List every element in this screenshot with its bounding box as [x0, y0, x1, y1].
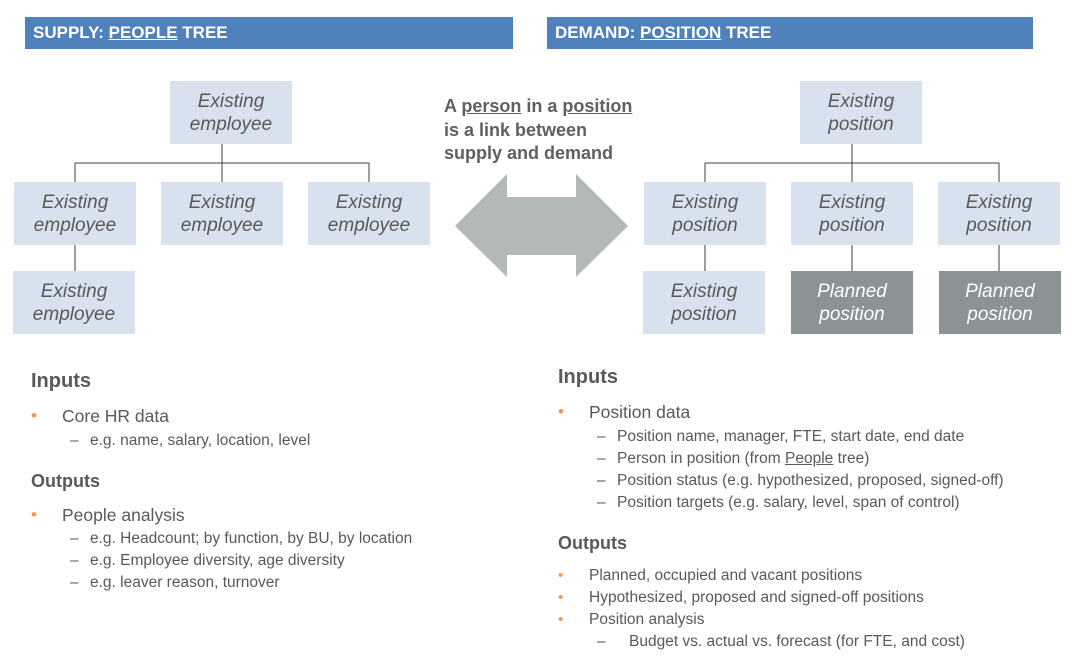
- demand-node: Existing position: [791, 182, 913, 245]
- demand-input-sub: –Position name, manager, FTE, start date…: [597, 428, 965, 445]
- supply-output-sub: –e.g. Headcount; by function, by BU, by …: [70, 530, 413, 547]
- supply-node-root: Existing employee: [170, 81, 292, 144]
- supply-output-sub: –e.g. leaver reason, turnover: [70, 574, 280, 591]
- bullet-icon: •: [558, 589, 564, 606]
- supply-banner: SUPPLY: PEOPLE TREE: [25, 17, 513, 49]
- bullet-icon: •: [558, 611, 564, 628]
- demand-output-sub: –Budget vs. actual vs. forecast (for FTE…: [597, 633, 965, 650]
- demand-node: Existing position: [938, 182, 1060, 245]
- supply-input-bullet: •Core HR data: [31, 406, 169, 426]
- demand-banner: DEMAND: POSITION TREE: [547, 17, 1033, 49]
- supply-input-sub: –e.g. name, salary, location, level: [70, 432, 311, 449]
- bullet-icon: •: [31, 406, 37, 425]
- demand-node-planned: Planned position: [939, 271, 1061, 334]
- demand-node-planned: Planned position: [791, 271, 913, 334]
- supply-node: Existing employee: [13, 271, 135, 334]
- demand-node: Existing position: [644, 182, 766, 245]
- demand-output-bullet: •Hypothesized, proposed and signed-off p…: [558, 589, 924, 606]
- demand-input-sub: –Person in position (from People tree): [597, 450, 870, 467]
- bullet-icon: •: [31, 505, 37, 524]
- bullet-icon: •: [558, 567, 564, 584]
- demand-output-bullet: •Planned, occupied and vacant positions: [558, 567, 863, 584]
- supply-output-bullet: •People analysis: [31, 505, 185, 525]
- supply-node: Existing employee: [14, 182, 136, 245]
- demand-input-bullet: •Position data: [558, 402, 691, 422]
- demand-input-sub: –Position targets (e.g. salary, level, s…: [597, 494, 960, 511]
- demand-outputs-title: Outputs: [558, 533, 627, 553]
- supply-node: Existing employee: [308, 182, 430, 245]
- double-arrow-icon: [455, 174, 628, 277]
- supply-node: Existing employee: [161, 182, 283, 245]
- demand-input-sub: –Position status (e.g. hypothesized, pro…: [597, 472, 1004, 489]
- supply-outputs-title: Outputs: [31, 471, 100, 491]
- bullet-icon: •: [558, 402, 564, 421]
- link-caption: A person in a position is a link between…: [444, 96, 633, 163]
- demand-inputs-title: Inputs: [558, 366, 618, 388]
- supply-inputs-title: Inputs: [31, 370, 91, 392]
- demand-node: Existing position: [643, 271, 765, 334]
- demand-node-root: Existing position: [800, 81, 922, 144]
- supply-output-sub: –e.g. Employee diversity, age diversity: [70, 552, 345, 569]
- demand-output-bullet: •Position analysis: [558, 611, 705, 628]
